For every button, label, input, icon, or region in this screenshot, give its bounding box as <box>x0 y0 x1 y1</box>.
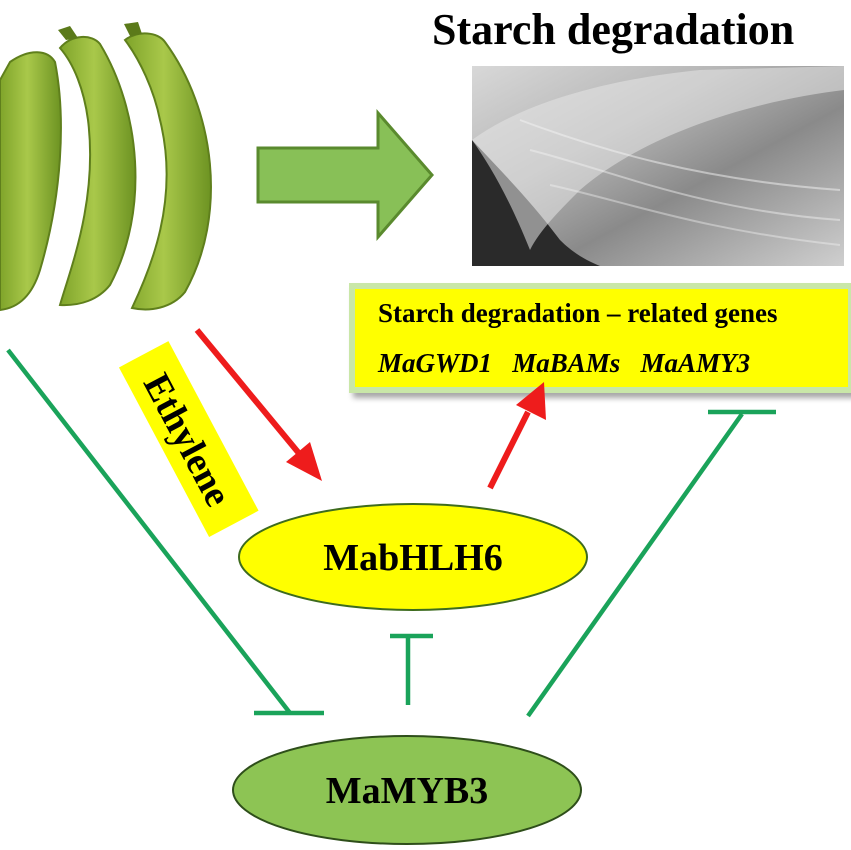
sem-micrograph-image <box>472 66 844 266</box>
myb-represses-genes-line <box>526 409 776 718</box>
ripening-arrow <box>256 108 434 242</box>
mamyb3-node: MaMYB3 <box>232 735 582 845</box>
diagram-title: Starch degradation <box>432 5 794 54</box>
bhlh-activation-arrow <box>487 382 546 490</box>
mabhlh6-label: MabHLH6 <box>323 537 502 579</box>
banana-left <box>0 51 62 312</box>
mabhlh6-node: MabHLH6 <box>238 503 588 611</box>
mamyb3-label: MaMYB3 <box>326 770 489 812</box>
banana-stem-middle <box>58 26 78 40</box>
genes-box-heading: Starch degradation – related genes <box>378 298 777 328</box>
banana-right <box>123 32 212 311</box>
banana-middle <box>58 36 137 307</box>
myb-represses-bhlh-line <box>390 633 433 705</box>
banana-represses-myb-line <box>6 348 324 716</box>
genes-box: Starch degradation – related genes MaGWD… <box>349 283 851 393</box>
ethylene-label: Ethylene <box>118 341 259 537</box>
banana-stem-right <box>124 22 142 36</box>
genes-box-gene-list: MaGWD1 MaBAMs MaAMY3 <box>377 348 750 378</box>
banana-image <box>0 22 212 312</box>
ethylene-activation-arrow <box>194 328 322 481</box>
